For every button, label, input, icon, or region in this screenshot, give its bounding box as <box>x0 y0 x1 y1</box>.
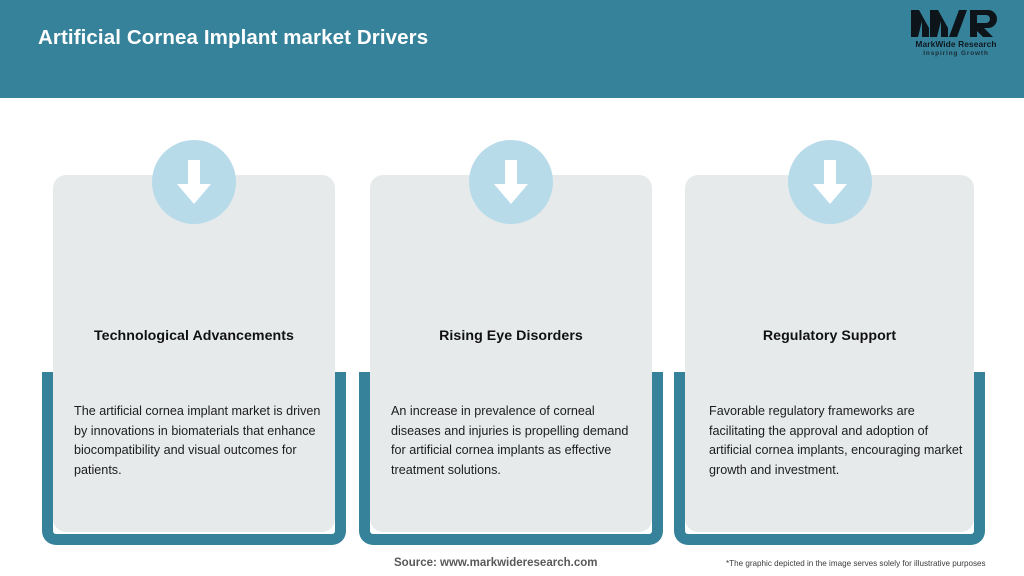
page-title: Artificial Cornea Implant market Drivers <box>38 26 429 49</box>
logo-tagline: Inspiring Growth <box>923 50 989 57</box>
driver-card-2: Rising Eye Disorders An increase in prev… <box>359 98 663 576</box>
card-body-text: Favorable regulatory frameworks are faci… <box>709 404 963 477</box>
card-title: Rising Eye Disorders <box>439 328 583 344</box>
card-bracket-frame <box>674 372 985 545</box>
down-arrow-icon <box>152 140 236 224</box>
card-bracket-frame <box>359 372 663 545</box>
disclaimer-note: *The graphic depicted in the image serve… <box>726 559 986 568</box>
card-surface: Technological Advancements The artificia… <box>53 175 335 532</box>
mwr-logo-icon <box>911 10 997 37</box>
card-title: Regulatory Support <box>762 328 897 344</box>
card-body-text: An increase in prevalence of corneal dis… <box>391 404 629 477</box>
card-bracket-frame <box>42 372 346 545</box>
company-logo: MarkWide Research Inspiring Growth <box>902 8 1010 62</box>
header-bar: Artificial Cornea Implant market Drivers… <box>0 0 1024 98</box>
card-body-text: The artificial cornea implant market is … <box>74 404 321 477</box>
card-title: Technological Advancements <box>94 328 294 344</box>
logo-company-name: MarkWide Research <box>915 39 997 49</box>
source-label: Source: www.markwideresearch.com <box>394 557 598 569</box>
card-surface: Rising Eye Disorders An increase in prev… <box>370 175 652 532</box>
driver-card-3: Regulatory Support Favorable regulatory … <box>674 98 985 576</box>
down-arrow-icon <box>469 140 553 224</box>
down-arrow-icon <box>787 140 872 224</box>
card-surface: Regulatory Support Favorable regulatory … <box>685 175 974 532</box>
driver-card-1: Technological Advancements The artificia… <box>42 98 346 576</box>
drivers-card-board: Technological Advancements The artificia… <box>0 98 1024 576</box>
